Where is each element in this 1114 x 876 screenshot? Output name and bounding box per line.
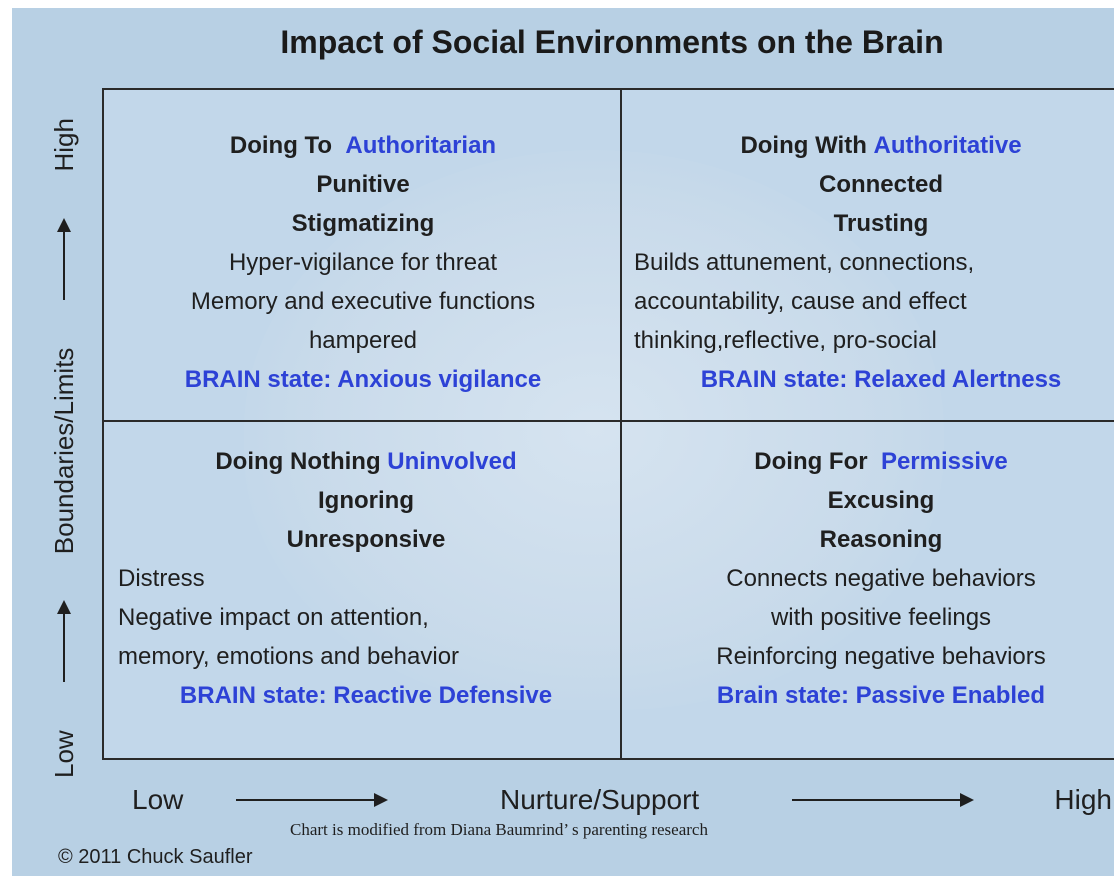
copyright-notice: © 2011 Chuck Saufler xyxy=(58,846,253,868)
trait: Stigmatizing xyxy=(291,210,435,237)
y-axis-low-label: Low xyxy=(48,730,79,778)
trait: Ignoring xyxy=(318,487,414,514)
quadrant-heading: Doing With xyxy=(740,132,867,159)
effect: Hyper-vigilance for threat xyxy=(228,249,498,276)
effect: accountability, cause and effect xyxy=(634,288,967,315)
x-axis-low-label: Low xyxy=(132,784,184,815)
parenting-style: Permissive xyxy=(880,448,1008,475)
quadrant-doing-to: Doing To Authoritarian Punitive Stigmati… xyxy=(118,126,608,399)
parenting-style: Authoritarian xyxy=(345,132,497,159)
quadrant-header: Doing For Permissive xyxy=(634,442,1114,481)
diagram-panel: Impact of Social Environments on the Bra… xyxy=(12,8,1114,876)
effect: memory, emotions and behavior xyxy=(118,643,460,670)
effect: with positive feelings xyxy=(770,604,992,631)
effect: hampered xyxy=(308,327,418,354)
effect: Negative impact on attention, xyxy=(118,604,429,631)
quadrant-doing-for: Doing For Permissive Excusing Reasoning … xyxy=(634,442,1114,715)
quadrant-heading: Doing To xyxy=(229,132,333,159)
trait: Connected xyxy=(818,171,943,198)
diagram-title: Impact of Social Environments on the Bra… xyxy=(280,24,944,60)
brain-state: BRAIN state: Reactive Defensive xyxy=(179,682,553,709)
trait: Reasoning xyxy=(819,526,943,553)
quadrant-heading: Doing Nothing xyxy=(215,448,381,475)
brain-state: Brain state: Passive Enabled xyxy=(716,682,1046,709)
quadrant-doing-with: Doing With Authoritative Connected Trust… xyxy=(634,126,1114,399)
effect: thinking,reflective, pro-social xyxy=(634,327,937,354)
vertical-divider xyxy=(620,90,622,758)
y-axis-arrow-icon xyxy=(63,602,65,683)
brain-state: BRAIN state: Anxious vigilance xyxy=(184,366,542,393)
quadrant-heading: Doing For xyxy=(754,448,868,475)
trait: Punitive xyxy=(316,171,410,198)
quadrant-header: Doing Nothing Uninvolved xyxy=(118,442,614,481)
parenting-style: Uninvolved xyxy=(387,448,517,475)
effect: Connects negative behaviors xyxy=(726,565,1036,592)
x-axis: Low Nurture/Support High xyxy=(132,784,1112,824)
quadrant-header: Doing With Authoritative xyxy=(634,126,1114,165)
quadrant-header: Doing To Authoritarian xyxy=(118,126,608,165)
quadrant-grid: Doing To Authoritarian Punitive Stigmati… xyxy=(102,88,1114,760)
source-credit: Chart is modified from Diana Baumrind’ s… xyxy=(290,820,708,839)
trait: Excusing xyxy=(827,487,935,514)
x-axis-title: Nurture/Support xyxy=(500,784,700,815)
effect: Builds attunement, connections, xyxy=(634,249,975,276)
x-axis-high-label: High xyxy=(1054,784,1112,815)
trait: Unresponsive xyxy=(286,526,446,553)
parenting-style: Authoritative xyxy=(873,132,1022,159)
y-axis: Low Boundaries/Limits High xyxy=(42,118,86,778)
x-axis-arrow-icon xyxy=(236,793,388,807)
y-axis-high-label: High xyxy=(48,118,79,172)
y-axis-title: Boundaries/Limits xyxy=(48,347,79,555)
effect: Memory and executive functions xyxy=(190,288,536,315)
brain-watermark xyxy=(244,150,944,710)
trait: Trusting xyxy=(833,210,929,237)
effect: Reinforcing negative behaviors xyxy=(716,643,1046,670)
quadrant-doing-nothing: Doing Nothing Uninvolved Ignoring Unresp… xyxy=(118,442,614,715)
effect: Distress xyxy=(118,565,205,592)
brain-state: BRAIN state: Relaxed Alertness xyxy=(700,366,1062,393)
horizontal-divider xyxy=(104,420,1114,422)
y-axis-arrow-icon xyxy=(63,219,65,300)
x-axis-arrow-icon xyxy=(792,793,974,807)
